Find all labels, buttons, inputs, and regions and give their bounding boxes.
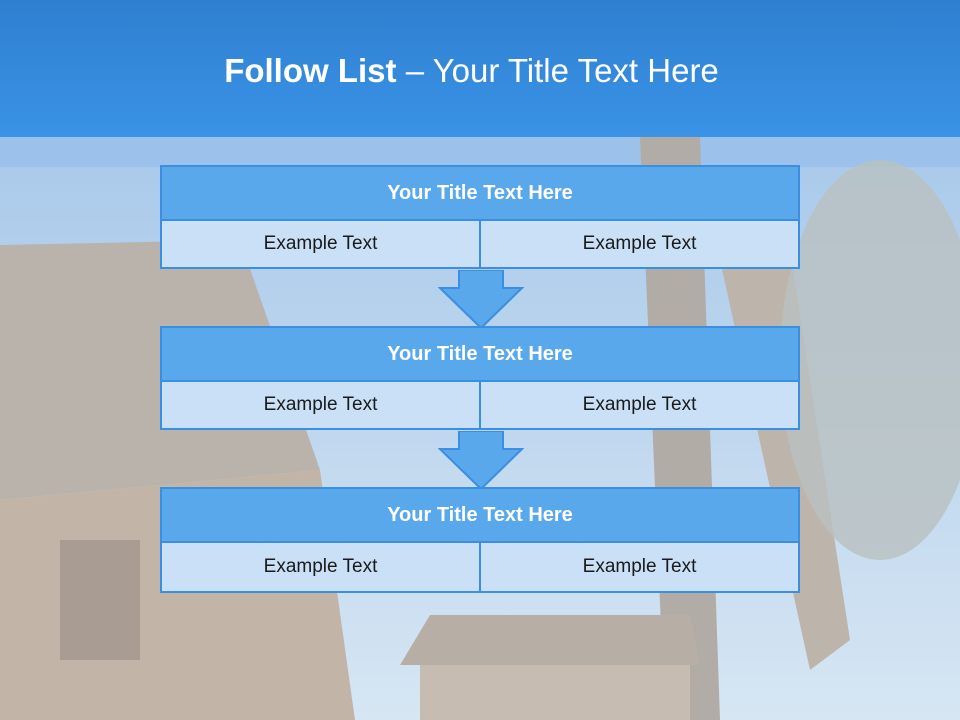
header-bar <box>0 0 960 137</box>
block-1-row: Example Text Example Text <box>160 219 800 269</box>
list-block-3: Your Title Text Here Example Text Exampl… <box>160 487 800 593</box>
list-block-1: Your Title Text Here Example Text Exampl… <box>160 165 800 269</box>
block-3-title: Your Title Text Here <box>160 487 800 543</box>
block-2-row: Example Text Example Text <box>160 380 800 430</box>
block-3-right-text: Example Text <box>479 541 800 593</box>
block-1-right-text: Example Text <box>479 219 800 269</box>
title-bold: Follow List <box>224 52 397 89</box>
block-2-right-text: Example Text <box>479 380 800 430</box>
down-arrow-1 <box>438 270 524 330</box>
block-2-left-text: Example Text <box>160 380 481 430</box>
block-3-row: Example Text Example Text <box>160 541 800 593</box>
down-arrow-2 <box>438 431 524 491</box>
block-1-title: Your Title Text Here <box>160 165 800 221</box>
block-3-left-text: Example Text <box>160 541 481 593</box>
block-2-title: Your Title Text Here <box>160 326 800 382</box>
block-1-left-text: Example Text <box>160 219 481 269</box>
slide-title: Follow List – Your Title Text Here <box>0 52 943 90</box>
title-rest: – Your Title Text Here <box>396 52 719 89</box>
list-block-2: Your Title Text Here Example Text Exampl… <box>160 326 800 430</box>
